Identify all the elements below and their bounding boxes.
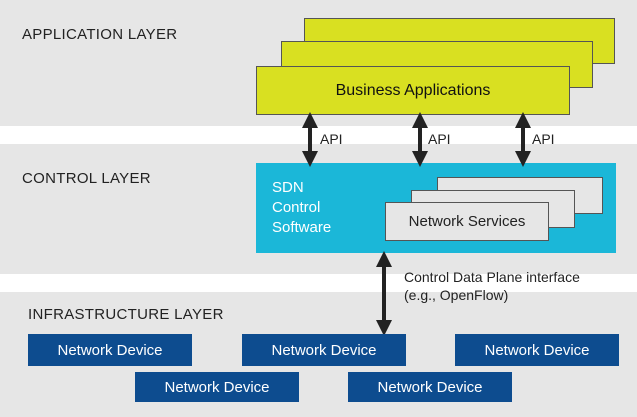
business-applications-label: Business Applications: [335, 81, 491, 99]
interface-label-line-1: Control Data Plane interface: [404, 269, 580, 285]
sdn-label-line-1: SDN: [272, 179, 304, 196]
api-label-1: API: [320, 131, 343, 147]
sdn-control-software-label: SDN Control Software: [272, 178, 331, 238]
network-device-5: Network Device: [348, 372, 512, 402]
control-data-plane-interface-label: Control Data Plane interface (e.g., Open…: [404, 268, 580, 304]
api-label-3: API: [532, 131, 555, 147]
business-applications-box: Business Applications: [256, 66, 570, 115]
sdn-label-line-2: Control: [272, 199, 321, 216]
network-device-1: Network Device: [28, 334, 192, 366]
interface-label-line-2: (e.g., OpenFlow): [404, 287, 509, 303]
sdn-label-line-3: Software: [272, 219, 332, 236]
application-layer-label: APPLICATION LAYER: [22, 26, 178, 43]
api-label-2: API: [428, 131, 451, 147]
network-services-box: Network Services: [385, 202, 549, 241]
control-layer-label: CONTROL LAYER: [22, 170, 151, 187]
network-device-3: Network Device: [455, 334, 619, 366]
infrastructure-layer-label: INFRASTRUCTURE LAYER: [28, 306, 224, 323]
network-device-2: Network Device: [242, 334, 406, 366]
network-services-label: Network Services: [408, 213, 526, 230]
network-device-4: Network Device: [135, 372, 299, 402]
